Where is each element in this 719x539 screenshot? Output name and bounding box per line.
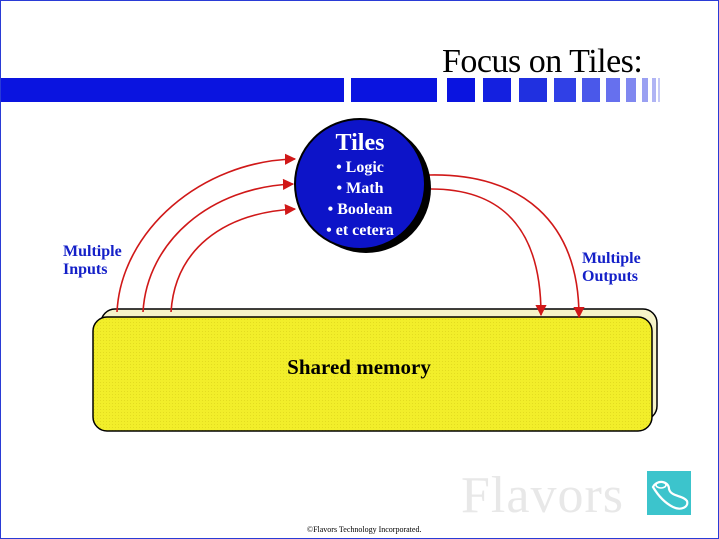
memory-block xyxy=(92,316,653,432)
tile-item: • Logic xyxy=(336,159,384,176)
output-arrow xyxy=(430,188,547,317)
title-bar-segment xyxy=(642,78,648,102)
tile-item: • Math xyxy=(336,180,384,197)
output-arrow xyxy=(428,174,585,319)
brand-watermark: Flavors xyxy=(461,467,624,524)
tiles-circle-text: Tiles • Logic • Math • Boolean • et cete… xyxy=(297,129,423,241)
tile-item: • Boolean xyxy=(327,201,393,218)
title-bar-segment xyxy=(351,78,437,102)
outputs-label-line: Outputs xyxy=(582,268,639,285)
shared-memory-label: Shared memory xyxy=(287,355,431,379)
tiles-circle xyxy=(294,118,426,250)
title-bar-segment xyxy=(582,78,600,102)
title-bar-segment xyxy=(606,78,620,102)
title-bar-segment xyxy=(626,78,636,102)
slide-title: Focus on Tiles: xyxy=(442,43,643,80)
title-bar-segment xyxy=(658,78,660,102)
title-bar-segment xyxy=(519,78,547,102)
input-arrow xyxy=(170,203,297,313)
title-bar-segment xyxy=(554,78,576,102)
title-bar-segment xyxy=(447,78,475,102)
input-arrow xyxy=(142,178,295,313)
copyright-notice: ©Flavors Technology Incorporated. xyxy=(307,525,422,534)
title-bar-segment xyxy=(1,78,344,102)
inputs-label-line: Multiple xyxy=(63,243,122,260)
title-bar-segment xyxy=(652,78,656,102)
title-bar-segment xyxy=(483,78,511,102)
flavors-logo-icon xyxy=(647,471,691,515)
inputs-label: Multiple Inputs xyxy=(63,243,122,279)
outputs-label-line: Multiple xyxy=(582,250,641,267)
inputs-label-line: Inputs xyxy=(63,261,108,278)
input-arrow xyxy=(116,153,297,313)
outputs-label: Multiple Outputs xyxy=(582,250,641,286)
tiles-title: Tiles xyxy=(335,130,385,156)
tile-item: • et cetera xyxy=(326,222,394,239)
